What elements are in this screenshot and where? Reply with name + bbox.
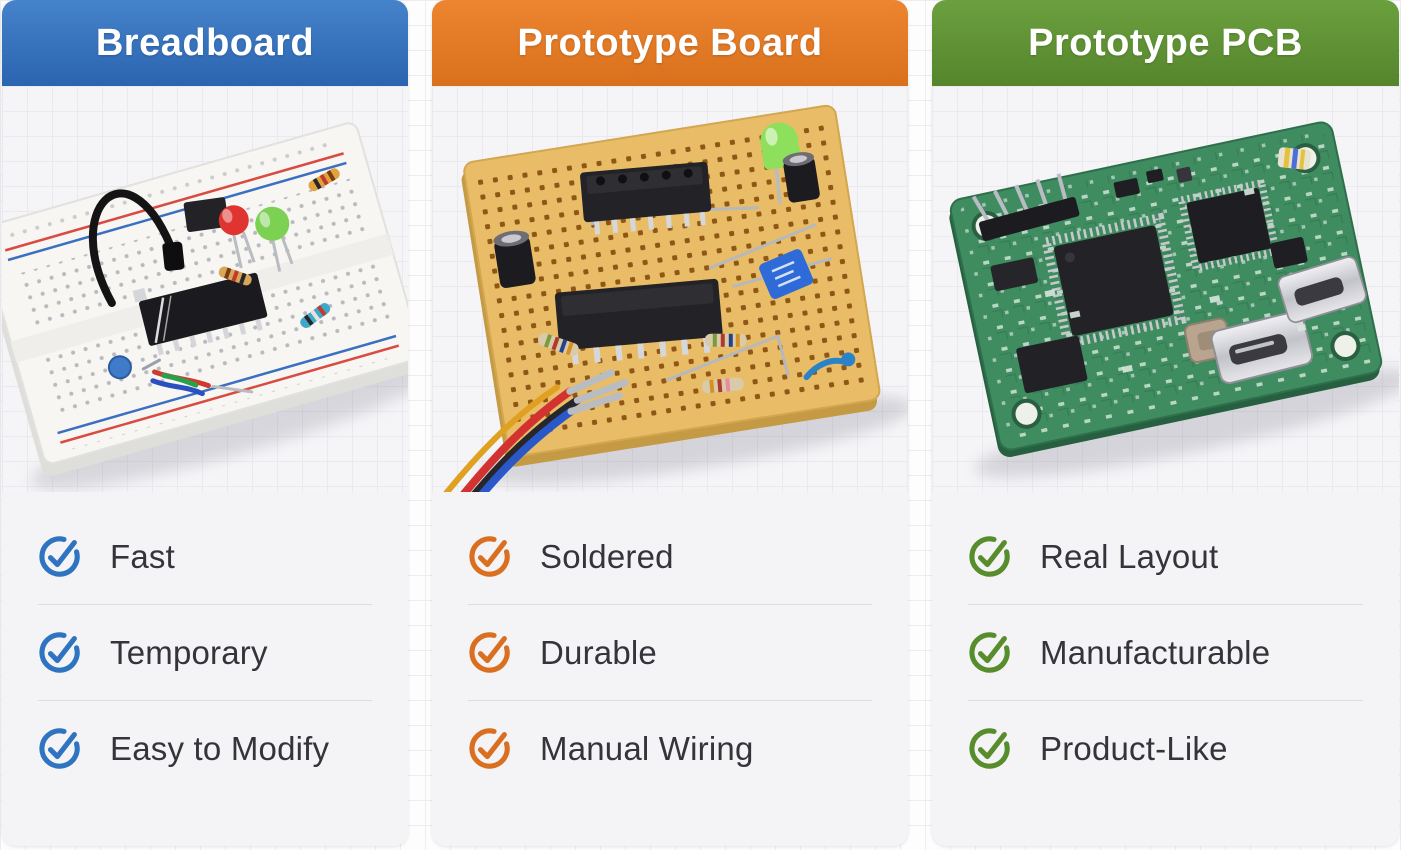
check-circle-icon [36, 629, 83, 676]
feature-label: Manufacturable [1040, 633, 1271, 671]
feature-item: Real Layout [932, 509, 1399, 604]
ic-chip [132, 272, 268, 356]
card-header-breadboard: Breadboard [2, 0, 408, 86]
feature-item: Product-Like [932, 701, 1399, 796]
feature-item: Manual Wiring [432, 701, 908, 796]
feature-label: Product-Like [1040, 729, 1228, 767]
capacitor [782, 152, 820, 203]
feature-list: Soldered Durable Manual Wiring [432, 492, 908, 796]
check-circle-icon [36, 725, 83, 772]
feature-divider [468, 604, 872, 605]
feature-list: Real Layout Manufacturable Product-Like [932, 492, 1399, 796]
feature-label: Easy to Modify [110, 729, 330, 767]
feature-item: Fast [2, 509, 408, 604]
resistor [701, 377, 744, 394]
resistor [704, 333, 747, 347]
feature-item: Manufacturable [932, 605, 1399, 700]
card-breadboard: Breadboard [2, 0, 408, 846]
feature-label: Real Layout [1040, 537, 1219, 575]
check-circle-icon [966, 725, 1013, 772]
chip [1016, 335, 1088, 394]
ic-chip [554, 278, 723, 365]
card-title: Breadboard [95, 21, 315, 64]
resistor [300, 303, 331, 328]
feature-item: Durable [432, 605, 908, 700]
feature-item: Temporary [2, 605, 408, 700]
feature-divider [38, 604, 372, 605]
card-title: Prototype Board [517, 21, 823, 64]
feature-divider [38, 700, 372, 701]
card-header-prototype-board: Prototype Board [432, 0, 908, 86]
trimmer [759, 249, 814, 299]
prototype-board-illustration [433, 104, 908, 492]
check-circle-icon [966, 533, 1013, 580]
jumper-cluster [141, 358, 254, 397]
feature-divider [468, 700, 872, 701]
feature-divider [968, 700, 1363, 701]
red-led [218, 205, 256, 269]
prototype-board-photo [432, 86, 908, 492]
card-header-prototype-pcb: Prototype PCB [932, 0, 1399, 86]
feature-label: Manual Wiring [540, 729, 754, 767]
check-circle-icon [466, 725, 513, 772]
jumper-wire [88, 189, 175, 308]
card-prototype-pcb: Prototype PCB [932, 0, 1399, 846]
resistor [308, 168, 340, 192]
qfp-chip [1040, 212, 1187, 350]
green-led [255, 206, 294, 272]
striped-capacitor [1277, 147, 1311, 170]
black-component [183, 197, 229, 233]
resistor [218, 266, 252, 286]
feature-label: Durable [540, 633, 657, 671]
chip [990, 257, 1038, 292]
card-prototype-board: Prototype Board [432, 0, 908, 846]
prototype-pcb-photo [932, 86, 1399, 492]
ic-chip [580, 161, 712, 235]
feature-label: Soldered [540, 537, 674, 575]
usb-connector [1210, 310, 1314, 385]
chip [1269, 237, 1308, 269]
blue-jumper [803, 357, 848, 381]
check-circle-icon [36, 533, 83, 580]
card-title: Prototype PCB [1028, 21, 1303, 64]
ribbon-wires [433, 369, 629, 492]
feature-item: Easy to Modify [2, 701, 408, 796]
resistor [538, 333, 579, 356]
hdmi-connector [1277, 256, 1367, 324]
check-circle-icon [966, 629, 1013, 676]
chip [1177, 178, 1281, 273]
breadboard-photo [2, 86, 408, 492]
capacitor [493, 230, 536, 288]
breadboard-illustration [2, 122, 408, 489]
feature-list: Fast Temporary Easy to Modify [2, 492, 408, 796]
feature-label: Temporary [110, 633, 268, 671]
feature-divider [968, 604, 1363, 605]
check-circle-icon [466, 629, 513, 676]
prototype-pcb-illustration [949, 121, 1399, 478]
capacitor [107, 355, 132, 380]
feature-label: Fast [110, 537, 175, 575]
check-circle-icon [466, 533, 513, 580]
pin-header [971, 173, 1080, 241]
feature-item: Soldered [432, 509, 908, 604]
